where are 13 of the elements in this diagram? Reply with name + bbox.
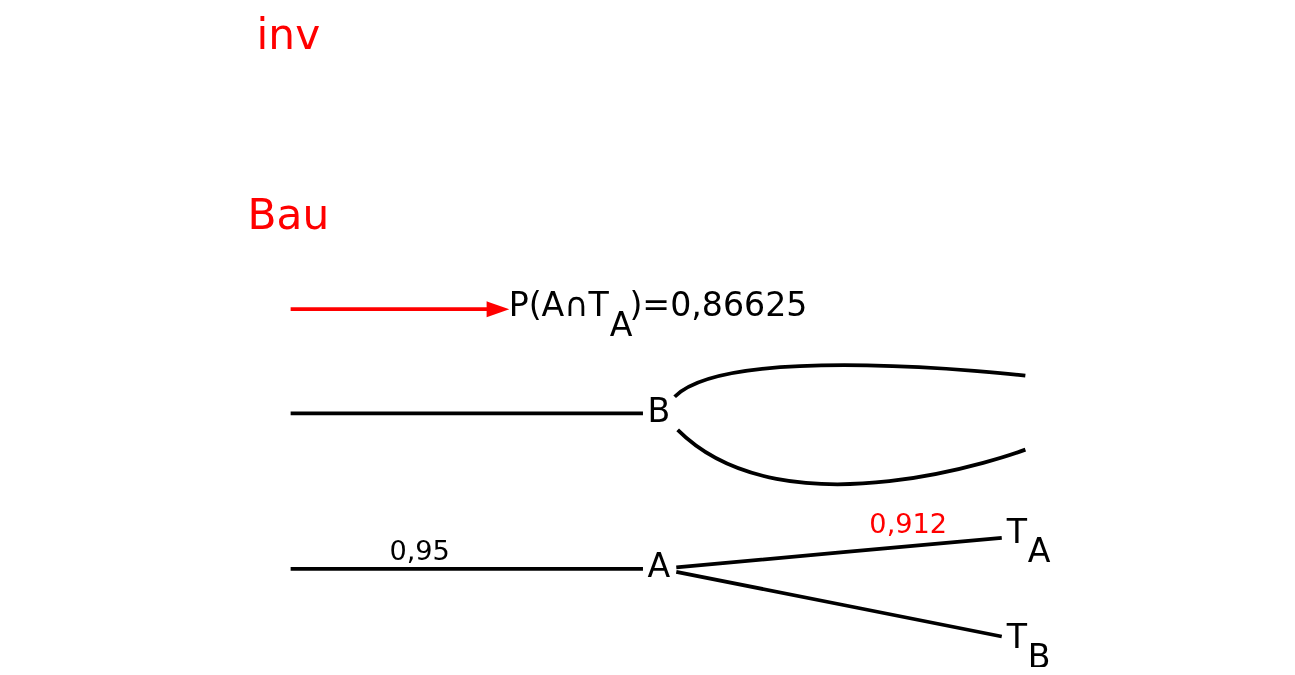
connector: [290, 411, 643, 416]
node-text: A: [647, 546, 671, 586]
edge-label: 0,95: [389, 535, 450, 567]
connector: [675, 569, 1003, 639]
connector: [676, 428, 1026, 486]
connector: [290, 566, 643, 571]
arrow: [290, 301, 510, 318]
connector: [673, 363, 1026, 399]
node-text: B: [647, 390, 671, 430]
label: inv: [256, 10, 321, 60]
edge-label: 0,912: [869, 508, 948, 540]
label: Bau: [247, 190, 330, 240]
connector: [676, 535, 1002, 570]
